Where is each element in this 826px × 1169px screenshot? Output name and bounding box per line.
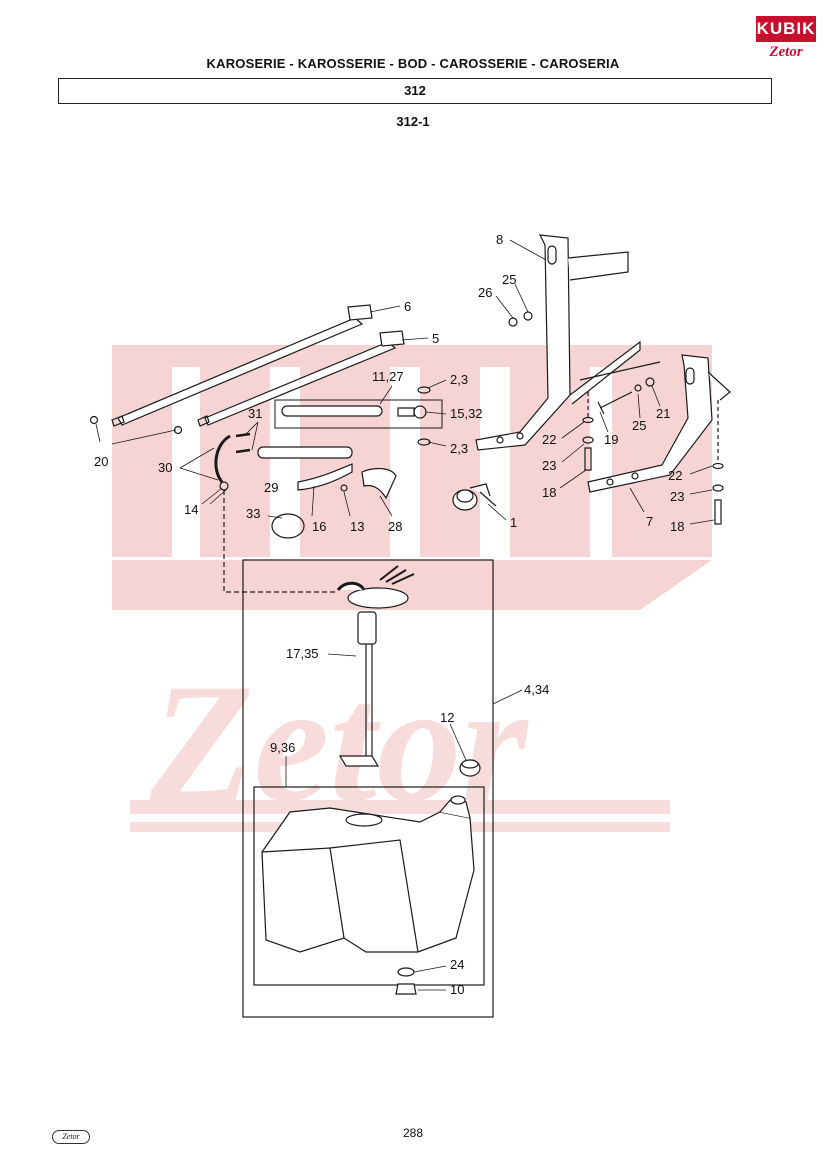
section-number-box: 312 <box>58 78 772 104</box>
bolt-18b <box>714 499 722 525</box>
callout-31: 31 <box>248 406 262 421</box>
callout-29: 29 <box>264 480 278 495</box>
callout-22a: 22 <box>542 432 556 447</box>
callout-33: 33 <box>246 506 260 521</box>
callout-12: 12 <box>440 710 454 725</box>
callout-18a: 18 <box>542 485 556 500</box>
callout-21: 21 <box>656 406 670 421</box>
callout-labels: 8 25 26 6 5 11,27 2,3 15,32 2,3 31 20 30… <box>94 232 684 997</box>
bolt-19 <box>597 391 633 415</box>
nut-20a <box>89 415 99 425</box>
washer-2-3b <box>417 438 431 446</box>
hose-assembly-11-27 <box>274 399 443 429</box>
callout-23a: 23 <box>542 458 556 473</box>
zetor-logo-text: Zetor <box>769 44 803 60</box>
callout-30: 30 <box>158 460 172 475</box>
bolt-18a <box>584 447 592 471</box>
washer-23a <box>582 436 594 444</box>
footer-zetor-logo: Zetor <box>52 1130 90 1144</box>
bracket-8 <box>475 234 641 451</box>
strip-16 <box>297 463 353 491</box>
pad-28 <box>361 467 397 500</box>
hose-29 <box>257 446 353 459</box>
callout-14: 14 <box>184 502 198 517</box>
callout-8: 8 <box>496 232 503 247</box>
tension-strap-5 <box>197 330 405 427</box>
locking-cap-1 <box>452 483 497 511</box>
washer-22b <box>712 462 724 470</box>
washer-25b <box>634 384 642 392</box>
callout-6: 6 <box>404 299 411 314</box>
callout-13: 13 <box>350 519 364 534</box>
callout-25: 25 <box>502 272 516 287</box>
callout-17-35: 17,35 <box>286 646 319 661</box>
tension-strap-6 <box>111 304 373 427</box>
pipe-30 <box>214 434 231 483</box>
page-title: KAROSERIE - KAROSSERIE - BOD - CAROSSERI… <box>206 56 620 71</box>
callout-23b: 23 <box>670 489 684 504</box>
dashed-link <box>223 490 338 593</box>
tank-box-9-36 <box>253 786 485 986</box>
callout-25b: 25 <box>632 418 646 433</box>
nut-21 <box>645 377 655 387</box>
callout-10: 10 <box>450 982 464 997</box>
fuel-tank <box>261 795 475 953</box>
page-number: 288 <box>402 1126 424 1140</box>
callout-18b: 18 <box>670 519 684 534</box>
callout-11-27: 11,27 <box>372 369 404 384</box>
callout-24: 24 <box>450 957 464 972</box>
screw-13 <box>340 484 348 492</box>
callout-20: 20 <box>94 454 108 469</box>
leader-lines <box>95 239 715 991</box>
callout-19: 19 <box>604 432 618 447</box>
washer-25a <box>523 311 533 321</box>
nut-26 <box>508 317 518 327</box>
callout-15-32: 15,32 <box>450 406 483 421</box>
connectors-31 <box>235 432 251 454</box>
subsection-number: 312-1 <box>396 114 430 129</box>
washer-23b <box>712 484 724 492</box>
fuel-sender-17-35 <box>336 565 415 767</box>
washer-2-3a <box>417 386 431 394</box>
callout-5: 5 <box>432 331 439 346</box>
drain-plug-10 <box>395 983 417 995</box>
fuel-cap-12 <box>459 759 481 777</box>
callout-7: 7 <box>646 514 653 529</box>
washer-22a <box>582 416 594 424</box>
fuel-tank-box-4-34 <box>242 559 494 1018</box>
callout-2-3a: 2,3 <box>450 372 468 387</box>
callout-22b: 22 <box>668 468 682 483</box>
callout-16: 16 <box>312 519 326 534</box>
kubik-zetor-logo: KUBIK Zetor <box>756 16 816 62</box>
callout-1: 1 <box>510 515 517 530</box>
callout-2-3b: 2,3 <box>450 441 468 456</box>
callout-9-36: 9,36 <box>270 740 295 755</box>
bracket-7 <box>579 354 731 493</box>
callout-26: 26 <box>478 285 492 300</box>
kubik-logo-text: KUBIK <box>756 16 816 42</box>
washer-24 <box>397 967 415 977</box>
callout-4-34: 4,34 <box>524 682 549 697</box>
callout-28: 28 <box>388 519 402 534</box>
gasket-33 <box>271 513 305 539</box>
